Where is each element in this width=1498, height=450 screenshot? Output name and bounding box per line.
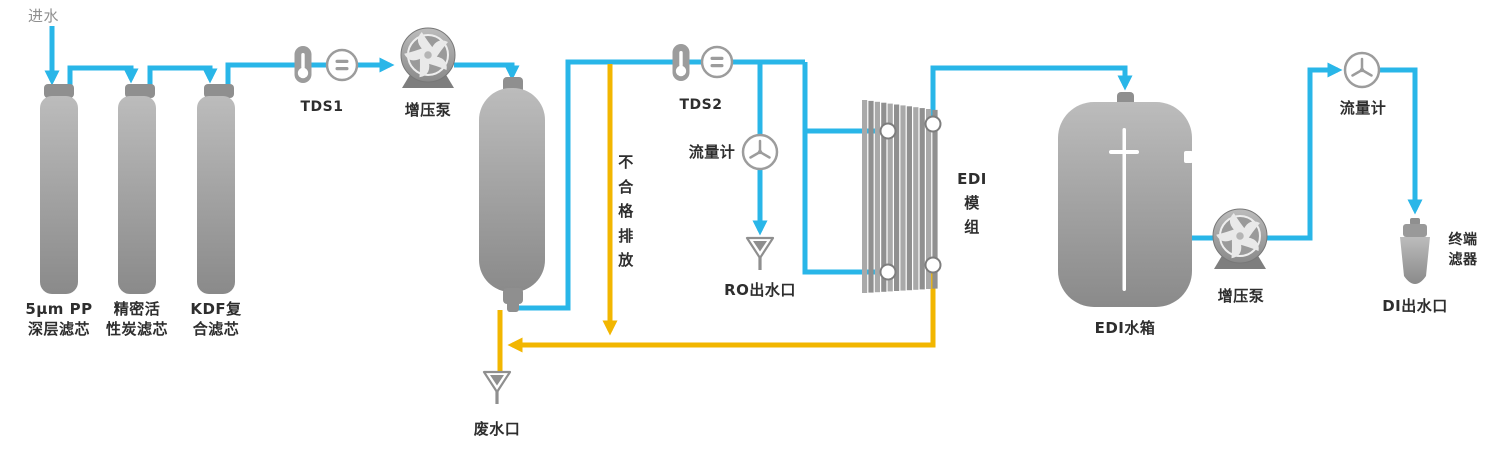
terminal-filter-icon	[1400, 218, 1430, 284]
edi-tank-label: EDI水箱	[1094, 319, 1156, 337]
di-outlet-label: DI出水口	[1382, 297, 1448, 315]
edi-plates	[862, 100, 938, 293]
tds1-meter-icon	[325, 48, 359, 82]
waste-outlet-label: 废水口	[473, 420, 521, 438]
ro-outlet-label: RO出水口	[724, 281, 796, 299]
pipe-pump1-to-ro	[454, 62, 520, 81]
tds2-label: TDS2	[679, 97, 723, 113]
pipe-edi-concentrate-drain	[507, 268, 936, 353]
waste-outlet-funnel-icon	[482, 370, 512, 406]
booster-pump-1-icon	[400, 27, 456, 89]
pipe-filter1-to-filter2	[67, 65, 139, 97]
terminal-filter-label: 终端 滤器	[1448, 232, 1478, 268]
pump1-label: 增压泵	[404, 101, 452, 119]
edi-tank-icon	[1058, 92, 1193, 307]
tds1-thermometer-icon	[294, 46, 312, 83]
pipe-edi-to-tank	[930, 65, 1133, 124]
edi-ports	[879, 115, 942, 281]
filter-pp-cartridge	[40, 84, 78, 294]
flow-meter-2-icon	[1343, 51, 1381, 89]
filter-pp-label: 5μm PP 深层滤芯	[25, 300, 93, 338]
pump2-label: 增压泵	[1217, 287, 1265, 305]
edi-module	[862, 100, 942, 293]
flow-meter2-label: 流量计	[1339, 99, 1387, 117]
tds2-meter-icon	[700, 45, 734, 79]
drain-water-pipes	[497, 64, 936, 371]
filter-kdf-cartridge	[197, 84, 235, 294]
filter-kdf-label: KDF复 合滤芯	[190, 300, 242, 338]
ro-outlet-funnel-icon	[745, 236, 775, 272]
ro-membrane-vessel	[479, 77, 545, 312]
filter-carbon-cartridge	[118, 84, 156, 294]
product-water-pipes	[44, 26, 1423, 311]
pipe-flowmeter2-to-terminal-filter	[1380, 67, 1423, 215]
pipe-pump2-to-flowmeter2	[1266, 62, 1343, 241]
inlet-label: 进水	[28, 7, 60, 25]
flow-meter-1-icon	[741, 133, 779, 171]
reject-drain-label: 不 合 格 排 放	[618, 153, 634, 269]
edi-module-label: EDI 模 组	[957, 170, 987, 236]
pipe-filter2-to-filter3	[147, 65, 218, 97]
flow-meter1-label: 流量计	[688, 143, 736, 161]
booster-pump-2-icon	[1212, 208, 1268, 270]
tds2-thermometer-icon	[672, 44, 690, 81]
tds1-label: TDS1	[300, 99, 344, 115]
filter-carbon-label: 精密活 性炭滤芯	[105, 300, 168, 338]
